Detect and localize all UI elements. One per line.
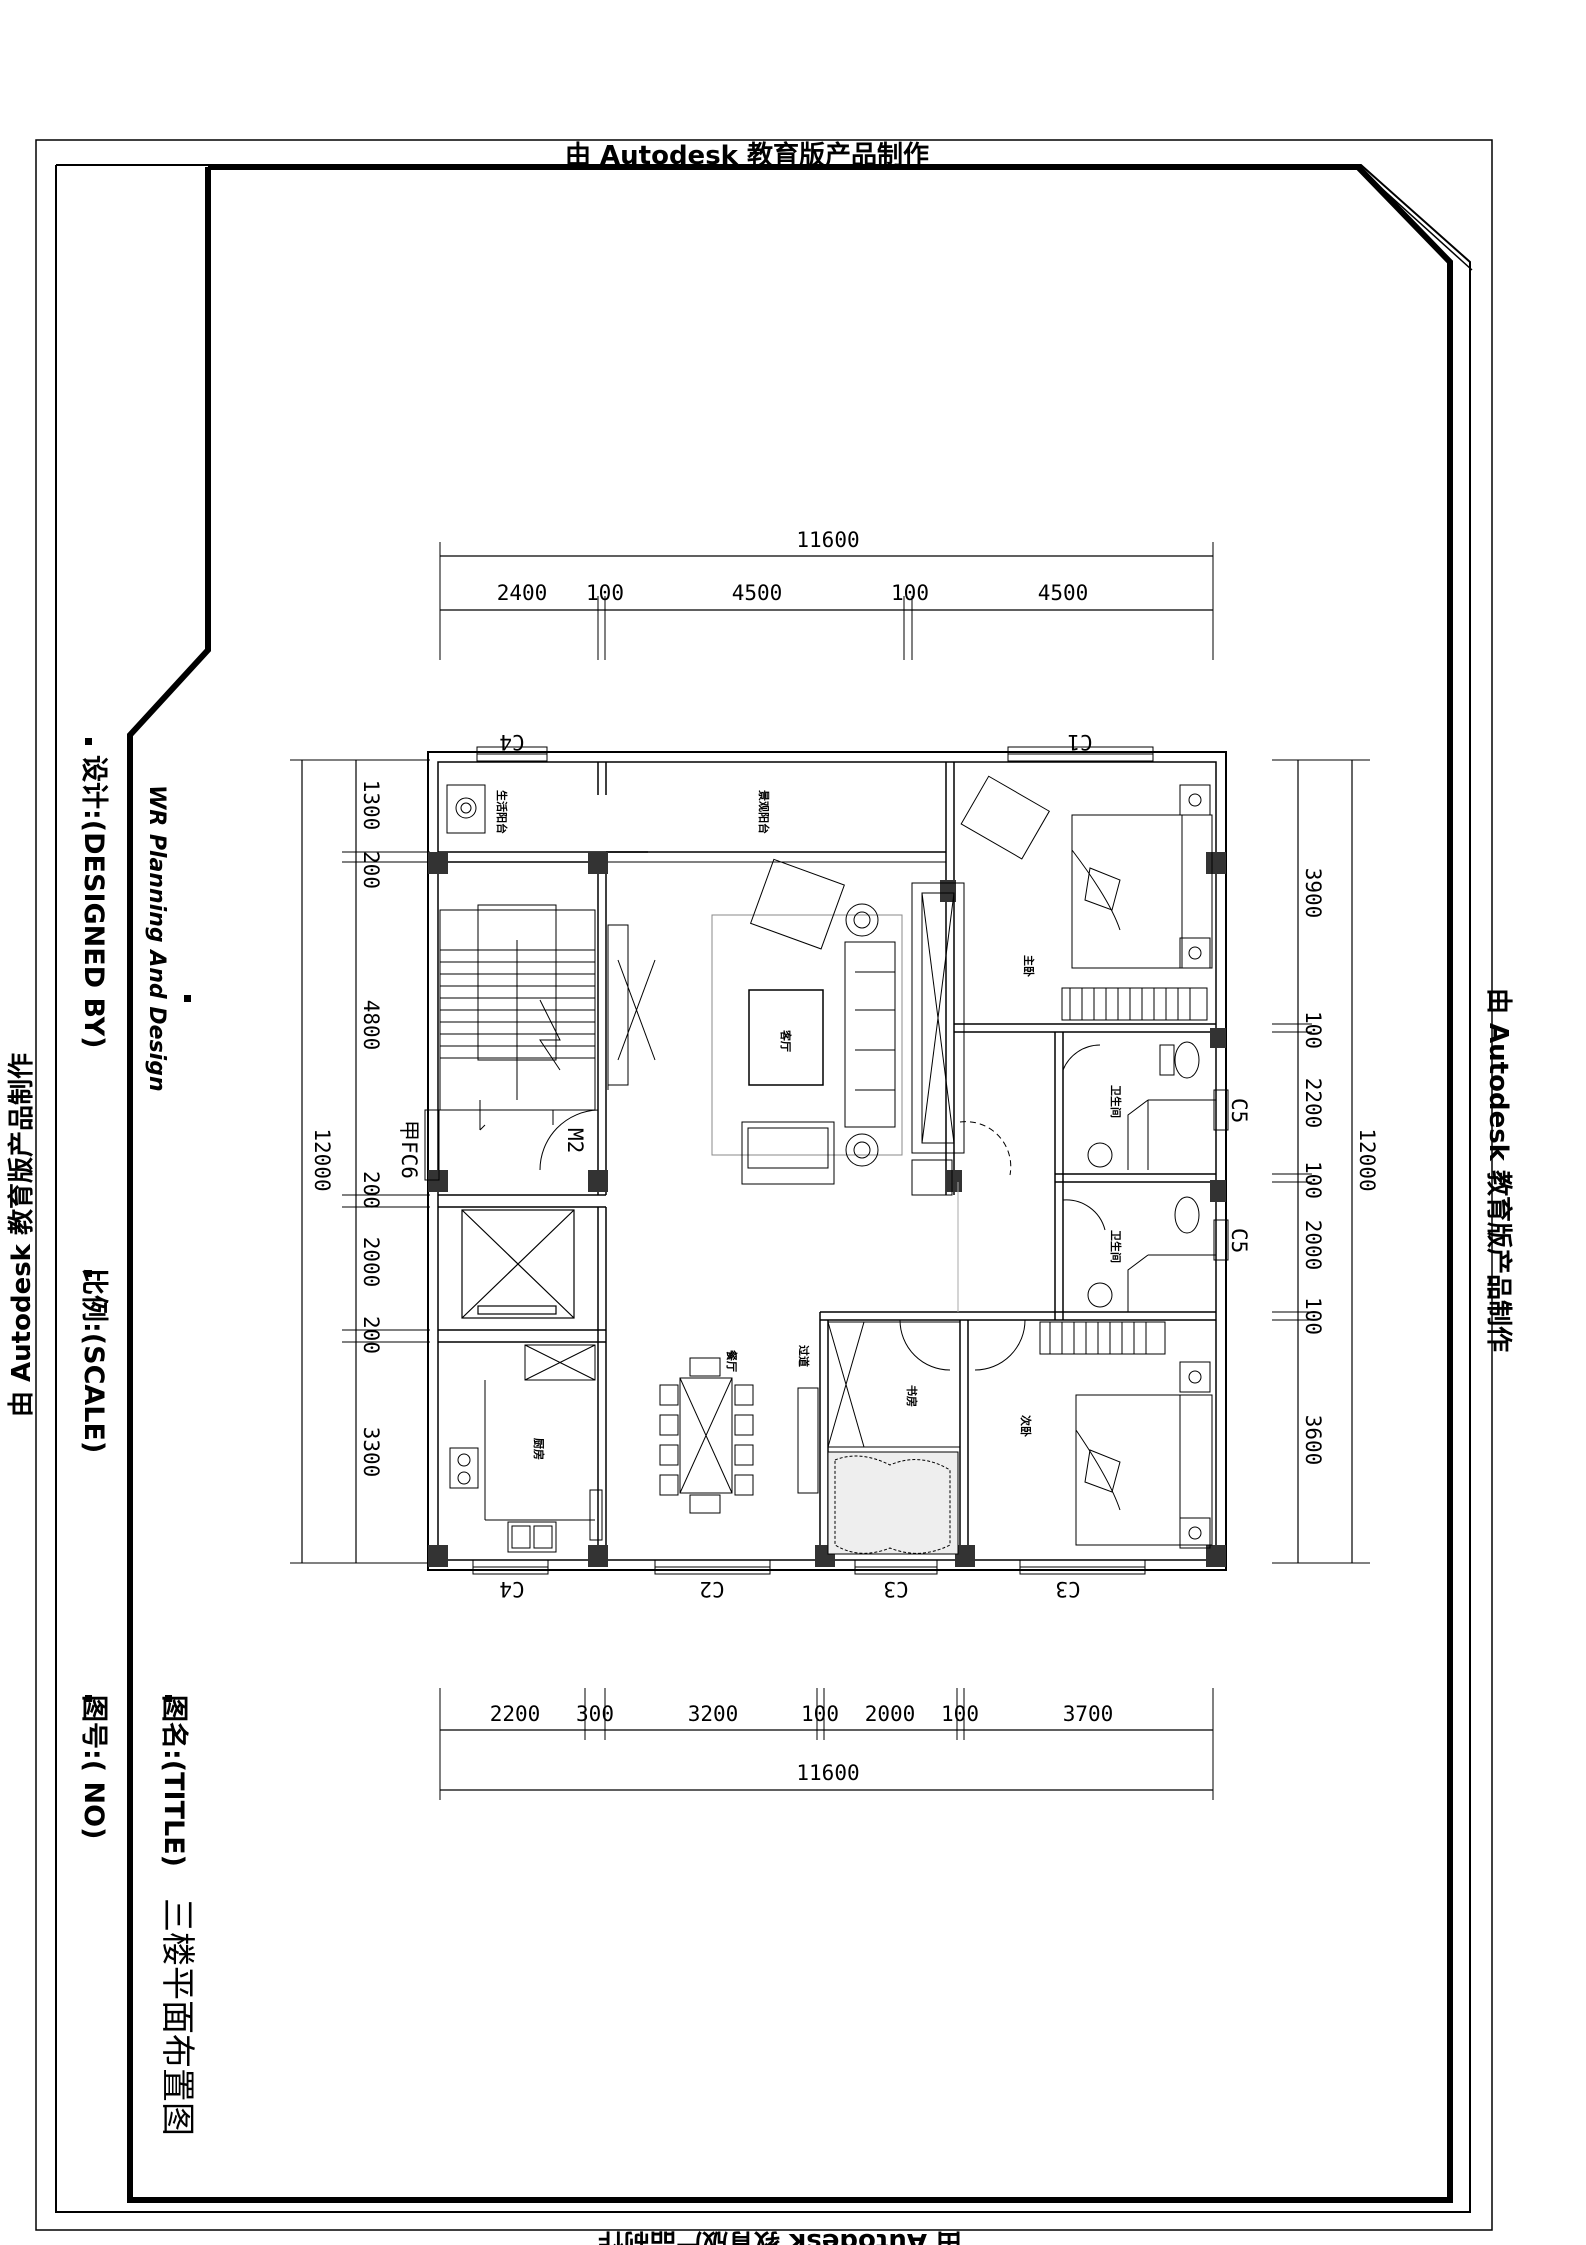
window-label-c1: C1 (1067, 730, 1092, 754)
bullet-mark (85, 738, 92, 745)
dim-right-total: 12000 (1355, 1128, 1379, 1191)
dim-top-seg: 100 (586, 581, 624, 605)
dim-bottom-seg: 2200 (490, 1702, 541, 1726)
room-label-corridor: 过道 (797, 1345, 811, 1367)
scale-label: 比例:(SCALE) (78, 1268, 109, 1453)
watermark-top: 由 Autodesk 教育版产品制作 (565, 140, 929, 171)
room-label-second-bed: 次卧 (1019, 1415, 1033, 1437)
dim-left-seg: 200 (359, 851, 383, 889)
living-room-furniture (607, 858, 965, 1196)
dim-left-seg: 2000 (359, 1237, 383, 1288)
bullet-mark (184, 995, 191, 1002)
windows (424, 746, 1229, 1575)
bullet-mark (85, 1695, 92, 1702)
window-label-c5b: C5 (1227, 1228, 1251, 1253)
dim-left-seg: 1300 (359, 780, 383, 831)
stair-treads (440, 949, 595, 1059)
staircase (439, 904, 599, 1171)
dim-bottom-seg: 2000 (865, 1702, 916, 1726)
inner-frame (127, 164, 1453, 2203)
dim-right-seg: 100 (1301, 1161, 1325, 1199)
outer-border (35, 139, 1493, 2231)
interior-walls (438, 762, 1216, 1560)
bottom-dimensions: 2200 300 3200 100 2000 100 3700 11600 (439, 1688, 1214, 1800)
dim-bottom-seg: 3700 (1063, 1702, 1114, 1726)
room-label-dining: 餐厅 (725, 1349, 739, 1372)
floor-plan: C4 C1 C4 C2 C3 C3 C5 C5 M2 甲FC6 (397, 730, 1251, 1601)
room-label-study: 书房 (905, 1385, 919, 1407)
second-bedroom-furniture (1039, 1321, 1213, 1549)
window-label-c4-top: C4 (499, 730, 524, 754)
title-block: 设计:(DESIGNED BY) 比例:(SCALE) 图号:( NO) WR … (78, 738, 197, 2136)
dim-bottom-seg: 100 (941, 1702, 979, 1726)
bathroom-1-fixtures (1062, 1041, 1216, 1170)
title-label: 图名:(TITLE) (158, 1695, 190, 1867)
dining-furniture (659, 1357, 819, 1514)
room-label-bath2: 卫生间 (1109, 1230, 1123, 1263)
door-label-m2: M2 (563, 1128, 587, 1153)
left-dimensions: 12000 1300 200 4800 200 2000 200 3300 (290, 759, 430, 1564)
kitchen-fixtures (449, 1344, 603, 1553)
watermark-bottom: 由 Autodesk 教育版产品制作 (598, 2227, 962, 2245)
dim-left-total: 12000 (310, 1128, 334, 1191)
dim-right-seg: 2000 (1301, 1220, 1325, 1271)
watermark-left: 由 Autodesk 教育版产品制作 (6, 1053, 37, 1417)
company-name: WR Planning And Design (144, 785, 169, 1092)
designed-by-label: 设计:(DESIGNED BY) (78, 755, 109, 1049)
room-label-bath1: 卫生间 (1109, 1085, 1123, 1118)
window-label-c2: C2 (699, 1577, 724, 1601)
window-label-c3a: C3 (883, 1577, 908, 1601)
dim-right-seg: 2200 (1301, 1078, 1325, 1129)
window-label-c5a: C5 (1227, 1098, 1251, 1123)
dim-top-seg: 100 (891, 581, 929, 605)
balcony-area (446, 784, 486, 834)
room-label-balcony-right: 景观阳台 (757, 789, 771, 834)
right-dimensions: 3900 100 2200 100 2000 100 3600 12000 (1272, 759, 1379, 1564)
study-furniture (827, 1321, 961, 1555)
elevator (461, 1209, 575, 1319)
corridor-doors (899, 1182, 1026, 1371)
bullet-mark (165, 1695, 172, 1702)
dim-bottom-seg: 100 (801, 1702, 839, 1726)
dim-left-seg: 200 (359, 1171, 383, 1209)
top-dimensions: 11600 2400 100 4500 100 4500 (439, 528, 1214, 660)
door-label-fire: 甲FC6 (397, 1120, 421, 1179)
dim-right-seg: 100 (1301, 1297, 1325, 1335)
drawing-title: 三楼平面布置图 (157, 1898, 197, 2136)
window-label-c4-bottom: C4 (499, 1577, 524, 1601)
room-label-kitchen: 厨房 (532, 1438, 546, 1460)
drawing-no-label: 图号:( NO) (78, 1695, 109, 1839)
dim-top-seg: 4500 (1038, 581, 1089, 605)
bullet-mark (85, 1270, 92, 1277)
dim-right-seg: 3900 (1301, 868, 1325, 919)
dim-left-seg: 3300 (359, 1427, 383, 1478)
room-label-living: 客厅 (779, 1029, 793, 1052)
watermark-right: 由 Autodesk 教育版产品制作 (1483, 988, 1514, 1352)
dim-top-total: 11600 (796, 528, 859, 552)
room-label-balcony-left: 生活阳台 (495, 790, 509, 834)
dim-left-seg: 4800 (359, 1000, 383, 1051)
dim-right-seg: 100 (1301, 1011, 1325, 1049)
dim-bottom-total: 11600 (796, 1761, 859, 1785)
room-label-master: 主卧 (1022, 955, 1036, 977)
dim-right-seg: 3600 (1301, 1415, 1325, 1466)
bathroom-2-fixtures (1062, 1196, 1216, 1312)
dim-top-seg: 2400 (497, 581, 548, 605)
dim-top-seg: 4500 (732, 581, 783, 605)
dim-bottom-seg: 3200 (688, 1702, 739, 1726)
structural-columns (428, 852, 1226, 1567)
dim-bottom-seg: 300 (576, 1702, 614, 1726)
dim-left-seg: 200 (359, 1316, 383, 1354)
master-bedroom-furniture (959, 775, 1213, 1176)
window-label-c3b: C3 (1055, 1577, 1080, 1601)
